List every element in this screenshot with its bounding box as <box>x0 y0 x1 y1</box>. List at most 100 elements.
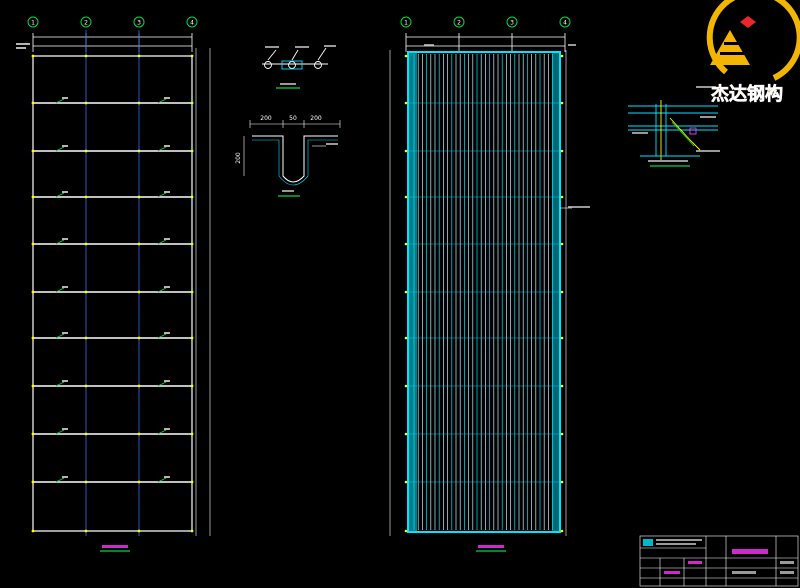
joint-dot <box>404 101 408 105</box>
purlin-tag <box>62 97 68 99</box>
grid-label-4-right: 4 <box>563 20 567 27</box>
joint-dot <box>31 336 35 340</box>
left-top-dimension-chain <box>32 33 193 52</box>
joint-dot <box>84 529 88 533</box>
joint-dot <box>404 480 408 484</box>
right-view-title <box>476 545 506 552</box>
title-block <box>639 535 799 587</box>
joint-dot <box>137 54 141 58</box>
joint-dot <box>84 336 88 340</box>
purlin-tag-leader <box>157 146 167 152</box>
joint-dot <box>137 384 141 388</box>
right-top-dimension-chain <box>405 33 566 52</box>
joint-dot <box>560 149 564 153</box>
purlin-tag-leader <box>157 333 167 339</box>
grid-bubble-2 <box>80 16 92 28</box>
joint-dot <box>31 54 35 58</box>
joint-dot <box>190 290 194 294</box>
purlin-tag-leader <box>55 192 65 198</box>
purlin-tag <box>62 476 68 478</box>
joint-dot <box>31 432 35 436</box>
joint-dot <box>31 101 35 105</box>
u-profile-detail: 200 50 200 200 <box>235 115 341 197</box>
grid-bubble-1-right <box>400 16 412 28</box>
joint-dot <box>31 384 35 388</box>
purlin-tag <box>62 380 68 382</box>
joint-dot <box>560 290 564 294</box>
joint-dot <box>190 242 194 246</box>
right-grid-bubbles: 1 2 3 4 <box>400 16 571 28</box>
purlin-tag-leader <box>157 287 167 293</box>
joint-dot <box>190 101 194 105</box>
joint-dot <box>137 195 141 199</box>
purlin-tag <box>164 428 170 430</box>
joint-dot <box>190 54 194 58</box>
purlin-tag <box>164 145 170 147</box>
purlin-tag <box>62 332 68 334</box>
joint-dot <box>84 101 88 105</box>
joint-dot <box>31 290 35 294</box>
grid-bubble-2-right <box>453 16 465 28</box>
grid-label-4: 4 <box>190 20 194 27</box>
joint-dot <box>137 149 141 153</box>
purlin-tag-leader <box>55 146 65 152</box>
joint-dot <box>560 336 564 340</box>
joint-dot <box>404 242 408 246</box>
joint-dot <box>84 290 88 294</box>
purlin-tag-leader <box>55 477 65 483</box>
joint-dot <box>84 432 88 436</box>
joint-dot <box>137 480 141 484</box>
purlin-tag <box>62 428 68 430</box>
purlin-tag <box>62 286 68 288</box>
purlin-tag <box>164 97 170 99</box>
joint-dot <box>404 290 408 294</box>
purlin-tag-leader <box>55 98 65 104</box>
joint-dot <box>190 529 194 533</box>
joint-dot <box>560 432 564 436</box>
grid-bubble-3-right <box>506 16 518 28</box>
joint-dot <box>137 242 141 246</box>
purlin-tag <box>164 380 170 382</box>
joint-dot <box>560 54 564 58</box>
left-corner-note <box>16 43 30 49</box>
joint-dot <box>560 384 564 388</box>
joint-dot <box>190 336 194 340</box>
left-grid-lines <box>85 30 140 536</box>
logo-ring-icon <box>706 0 800 81</box>
purlin-tag-leader <box>55 429 65 435</box>
joint-dot <box>560 242 564 246</box>
joint-dot <box>404 54 408 58</box>
joint-dot <box>560 529 564 533</box>
left-purlin-lines <box>31 54 194 533</box>
joint-dot <box>137 432 141 436</box>
joint-dot <box>190 480 194 484</box>
brand-watermark: 杰达钢构 <box>706 0 800 105</box>
grid-label-1: 1 <box>31 20 35 27</box>
section-dim-height: 200 <box>235 152 242 164</box>
joint-dot <box>31 149 35 153</box>
purlin-tag <box>164 332 170 334</box>
purlin-tag-leader <box>55 287 65 293</box>
grid-label-2: 2 <box>84 20 88 27</box>
purlin-tag-leader <box>157 192 167 198</box>
joint-dot <box>84 149 88 153</box>
joint-dot <box>404 384 408 388</box>
joint-dot <box>560 101 564 105</box>
joint-dot <box>404 432 408 436</box>
joint-dot <box>404 149 408 153</box>
joint-dot <box>31 242 35 246</box>
joint-dot <box>84 242 88 246</box>
joint-dot <box>190 432 194 436</box>
purlin-tag <box>164 286 170 288</box>
purlin-tag-leader <box>55 381 65 387</box>
joint-dot <box>404 336 408 340</box>
joint-dot <box>190 384 194 388</box>
joint-dot <box>190 195 194 199</box>
purlin-tag-leader <box>157 381 167 387</box>
purlin-tag <box>62 191 68 193</box>
left-grid-bubbles: 1 2 3 4 <box>27 16 198 28</box>
purlin-tag-leader <box>157 477 167 483</box>
right-elevation-view: 1 2 3 4 <box>389 16 590 552</box>
joint-dot <box>84 480 88 484</box>
